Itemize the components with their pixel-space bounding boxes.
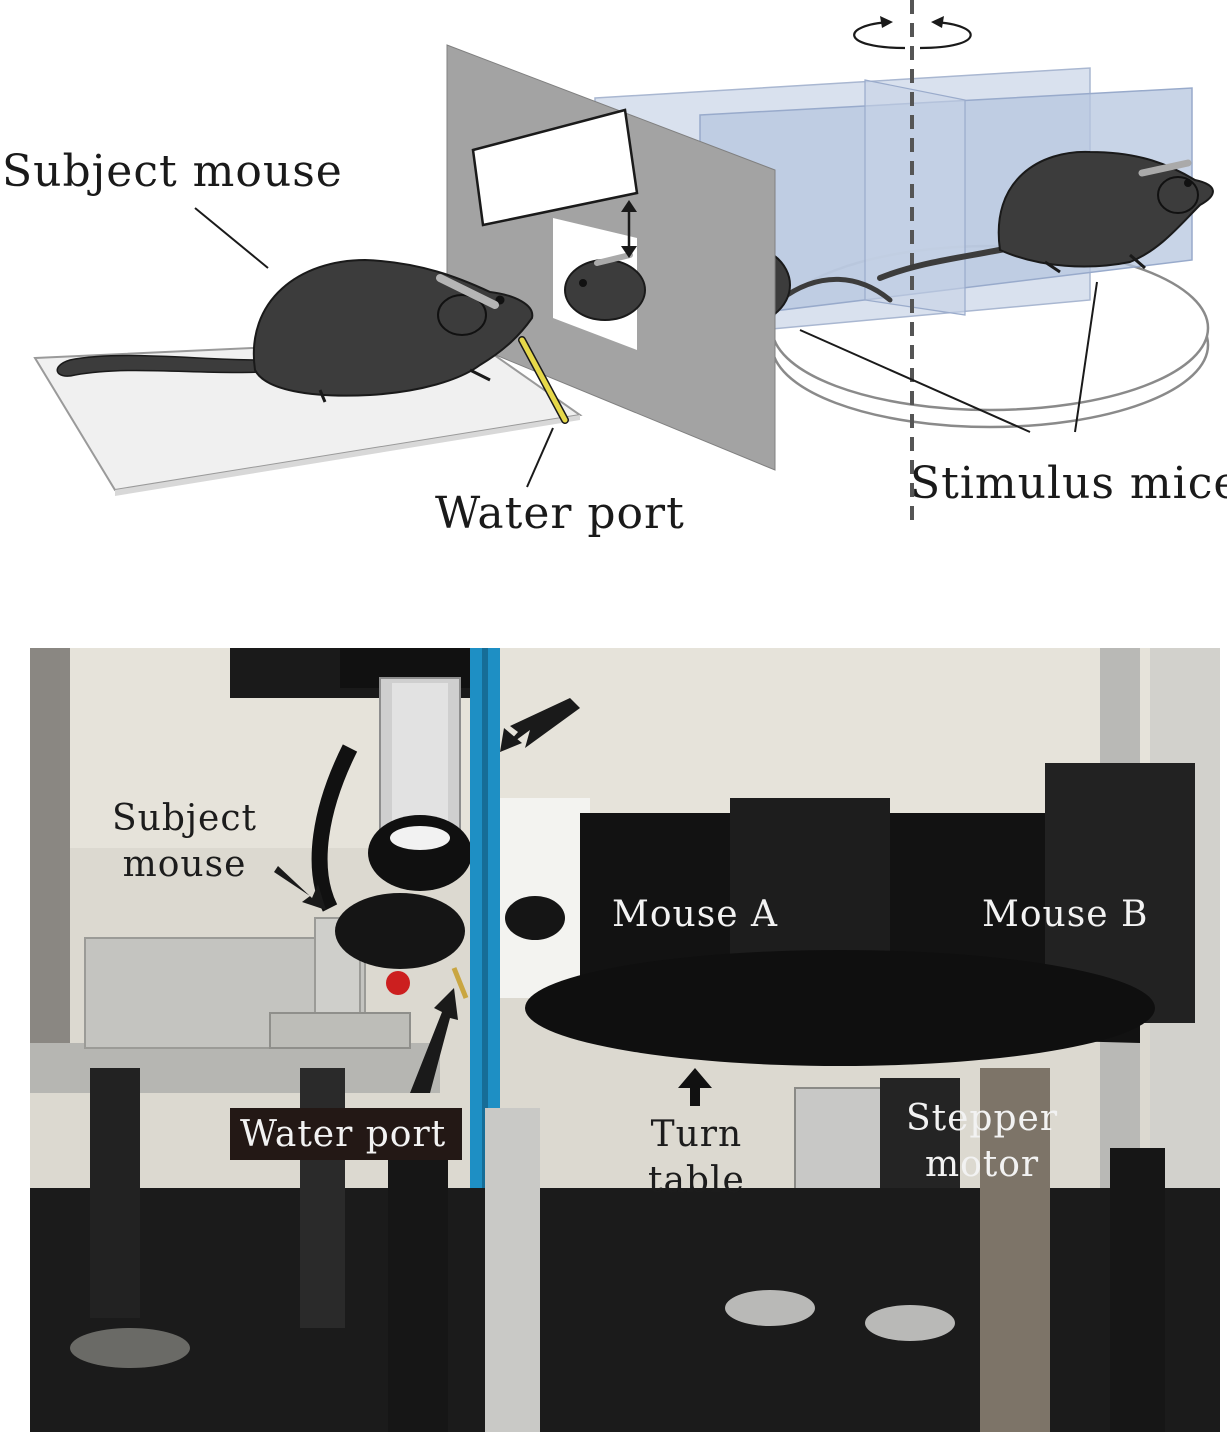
photo-label-stepper: Stepper motor	[906, 1096, 1058, 1188]
leader-subject	[194, 207, 269, 269]
post-1	[388, 1118, 448, 1432]
photo-label-water-port: Water port	[240, 1114, 447, 1155]
water-port-photo	[451, 967, 469, 999]
photo-label-turntable-line1: Turn	[650, 1114, 743, 1155]
shutter-panel	[471, 108, 639, 227]
post-2	[485, 1108, 540, 1432]
water-port-label-box	[230, 1108, 462, 1160]
arrow-rail-icon	[500, 698, 580, 752]
photo-label-subject-line1: Subject	[112, 798, 257, 839]
subject-mouse	[56, 258, 534, 403]
photo-label-turntable-line2: table	[648, 1160, 745, 1201]
stepper-motor	[880, 1078, 960, 1188]
label-subject-mouse: Subject mouse	[2, 146, 343, 197]
schematic-panel: Subject mouse Water port Stimulus mice	[0, 0, 1227, 600]
leader-stimulus-2	[1074, 281, 1098, 433]
stimulus-mouse-photo	[505, 896, 565, 940]
subject-mouse-photo	[335, 893, 465, 969]
stimulus-mouse-2	[877, 150, 1214, 281]
rotation-arrows-icon	[853, 16, 972, 50]
photo-label-stepper-line1: Stepper	[906, 1098, 1059, 1139]
arrow-water-port-icon	[410, 988, 458, 1093]
leader-stimulus-1	[799, 329, 1031, 433]
cable	[311, 744, 358, 912]
label-water-port: Water port	[435, 488, 685, 539]
photo-label-turntable: Turn table	[648, 1112, 745, 1204]
stimulus-mouse-window	[564, 252, 646, 321]
photo-label-stepper-line2: motor	[924, 1144, 1040, 1185]
shutter-arrow-icon	[621, 200, 637, 258]
photo-illustration	[30, 648, 1220, 1432]
photo-label-mouse-b: Mouse B	[982, 894, 1149, 935]
photo-label-subject-line2: mouse	[122, 844, 247, 885]
water-port-tube-fill	[519, 337, 568, 423]
post-3	[980, 1068, 1050, 1432]
red-marker	[386, 971, 410, 995]
post-5	[90, 1068, 140, 1318]
subject-floor-edge	[115, 415, 580, 496]
compartment-divider-1	[864, 79, 966, 316]
post-4	[1110, 1148, 1165, 1432]
turntable-disk	[525, 950, 1155, 1066]
label-stimulus-mice: Stimulus mice	[910, 458, 1227, 509]
photo-label-subject: Subject mouse	[112, 796, 257, 888]
photo-panel	[30, 648, 1220, 1432]
leader-water-port	[526, 427, 554, 488]
photo-label-mouse-a: Mouse A	[612, 894, 778, 935]
arrow-subject-icon	[274, 866, 326, 910]
schematic-drawing	[33, 0, 1214, 525]
arrow-turntable-icon	[678, 1068, 712, 1106]
